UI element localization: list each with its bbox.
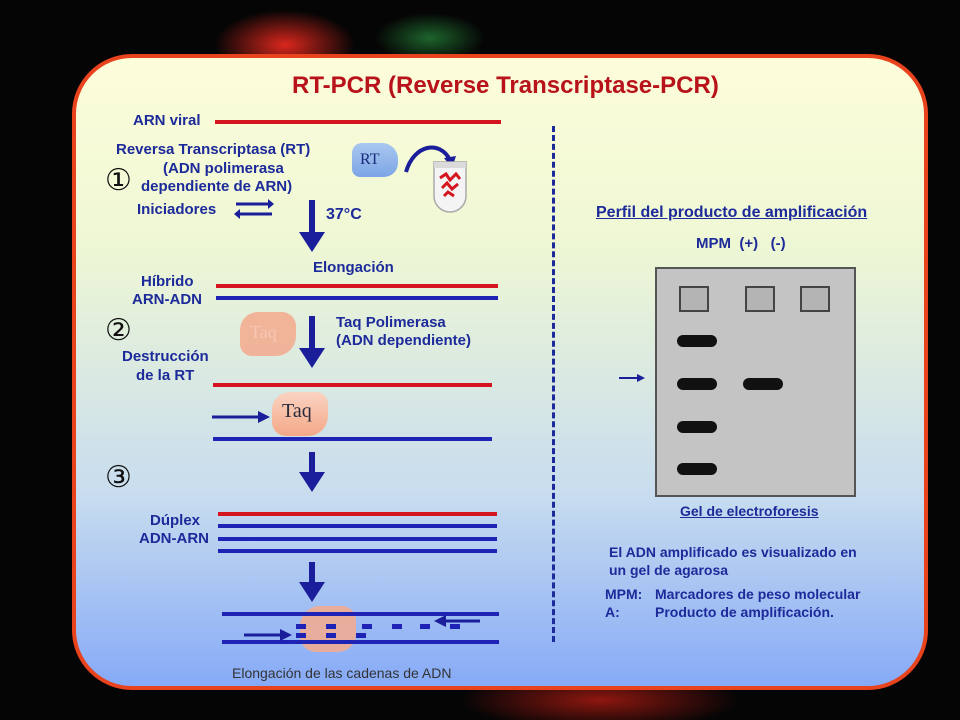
down-arrow-1-shaft bbox=[309, 200, 315, 236]
label-elongacion: Elongación bbox=[313, 259, 394, 276]
down-arrow-1-icon bbox=[299, 232, 325, 252]
label-taq-pol-2: (ADN dependiente) bbox=[336, 332, 471, 349]
final-strand-bottom bbox=[222, 640, 499, 644]
hybrid-rna-strand bbox=[216, 284, 498, 288]
label-hibrido-1: Híbrido bbox=[141, 273, 194, 290]
dash-segment bbox=[420, 624, 430, 629]
rt-enzyme-label: RT bbox=[360, 151, 380, 168]
gel-well-negative bbox=[800, 286, 830, 312]
primer-right-arrow-final-icon bbox=[244, 629, 292, 641]
gel-well-mpm bbox=[679, 286, 709, 312]
down-arrow-3-icon bbox=[299, 472, 325, 492]
taq-label: Taq bbox=[282, 400, 312, 422]
gel-pointer-arrow-icon bbox=[619, 374, 645, 382]
legend-key-a: A: bbox=[605, 604, 620, 620]
label-rt-line3: dependiente de ARN) bbox=[141, 178, 293, 195]
duplex-strand-red bbox=[218, 512, 497, 516]
down-arrow-2-icon bbox=[299, 348, 325, 368]
dash-segment bbox=[362, 624, 372, 629]
gel-band-mpm-3 bbox=[677, 421, 717, 433]
step-2-marker: ② bbox=[105, 314, 132, 347]
duplex-strand-blue-2 bbox=[218, 537, 497, 541]
gel-well-positive bbox=[745, 286, 775, 312]
label-duplex-2: ADN-ARN bbox=[139, 530, 209, 547]
test-tube-icon bbox=[433, 161, 467, 213]
legend-key-mpm: MPM: bbox=[605, 586, 643, 602]
electrophoresis-gel bbox=[655, 267, 856, 497]
down-arrow-4-shaft bbox=[309, 562, 315, 586]
dash-segment bbox=[450, 624, 460, 629]
gel-band-mpm-1 bbox=[677, 335, 717, 347]
gel-band-positive bbox=[743, 378, 783, 390]
gel-band-mpm-4 bbox=[677, 463, 717, 475]
label-rt-line2: (ADN polimerasa bbox=[163, 160, 284, 177]
duplex-strand-blue-1 bbox=[218, 524, 497, 528]
label-destruccion-2: de la RT bbox=[136, 367, 195, 384]
dashed-divider bbox=[552, 126, 555, 642]
label-taq-pol-1: Taq Polimerasa bbox=[336, 314, 446, 331]
template-rna-strand bbox=[213, 383, 492, 387]
legend-value-mpm: Marcadores de peso molecular bbox=[655, 586, 861, 602]
label-temperature: 37°C bbox=[326, 206, 362, 223]
label-destruccion-1: Destrucción bbox=[122, 348, 209, 365]
gel-caption: Gel de electroforesis bbox=[680, 503, 819, 519]
step-3-marker: ③ bbox=[105, 461, 132, 494]
gel-heading: Perfil del producto de amplificación bbox=[596, 204, 868, 221]
label-iniciadores: Iniciadores bbox=[137, 201, 217, 218]
rt-enzyme-icon: RT bbox=[352, 143, 398, 177]
cdna-strand bbox=[213, 437, 492, 441]
gel-lane-labels: MPM (+) (-) bbox=[696, 235, 786, 252]
primer-arrows-icon bbox=[234, 199, 274, 219]
label-rt-line1: Reversa Transcriptasa (RT) bbox=[116, 141, 311, 158]
taq-enzyme-icon: Taq bbox=[272, 392, 328, 436]
dash-segment bbox=[356, 633, 366, 638]
down-arrow-4-icon bbox=[299, 582, 325, 602]
label-elongacion-cadenas: Elongación de las cadenas de ADN bbox=[232, 665, 452, 681]
down-arrow-2-shaft bbox=[309, 316, 315, 352]
label-hibrido-2: ARN-ADN bbox=[132, 291, 202, 308]
dash-segment bbox=[296, 633, 306, 638]
gel-note-1: El ADN amplificado es visualizado en bbox=[609, 544, 857, 560]
legend-value-a: Producto de amplificación. bbox=[655, 604, 834, 620]
dash-segment bbox=[326, 624, 336, 629]
hybrid-dna-strand bbox=[216, 296, 498, 300]
taq-faded-label: Taq bbox=[250, 322, 277, 342]
primer-right-arrow-icon bbox=[212, 411, 270, 423]
primer-left-arrow-icon bbox=[434, 615, 480, 627]
gel-band-mpm-2 bbox=[677, 378, 717, 390]
gel-note-2: un gel de agarosa bbox=[609, 562, 729, 578]
final-strand-top bbox=[222, 612, 499, 616]
dash-segment bbox=[296, 624, 306, 629]
down-arrow-3-shaft bbox=[309, 452, 315, 476]
duplex-strand-blue-3 bbox=[218, 549, 497, 553]
step-1-marker: ① bbox=[105, 164, 132, 197]
slide-title: RT-PCR (Reverse Transcriptase-PCR) bbox=[292, 72, 719, 99]
viral-rna-strand bbox=[215, 120, 501, 124]
label-arn-viral: ARN viral bbox=[133, 112, 201, 129]
dash-segment bbox=[326, 633, 336, 638]
label-duplex-1: Dúplex bbox=[150, 512, 201, 529]
dash-segment bbox=[392, 624, 402, 629]
taq-enzyme-faded-icon: Taq bbox=[240, 312, 296, 356]
